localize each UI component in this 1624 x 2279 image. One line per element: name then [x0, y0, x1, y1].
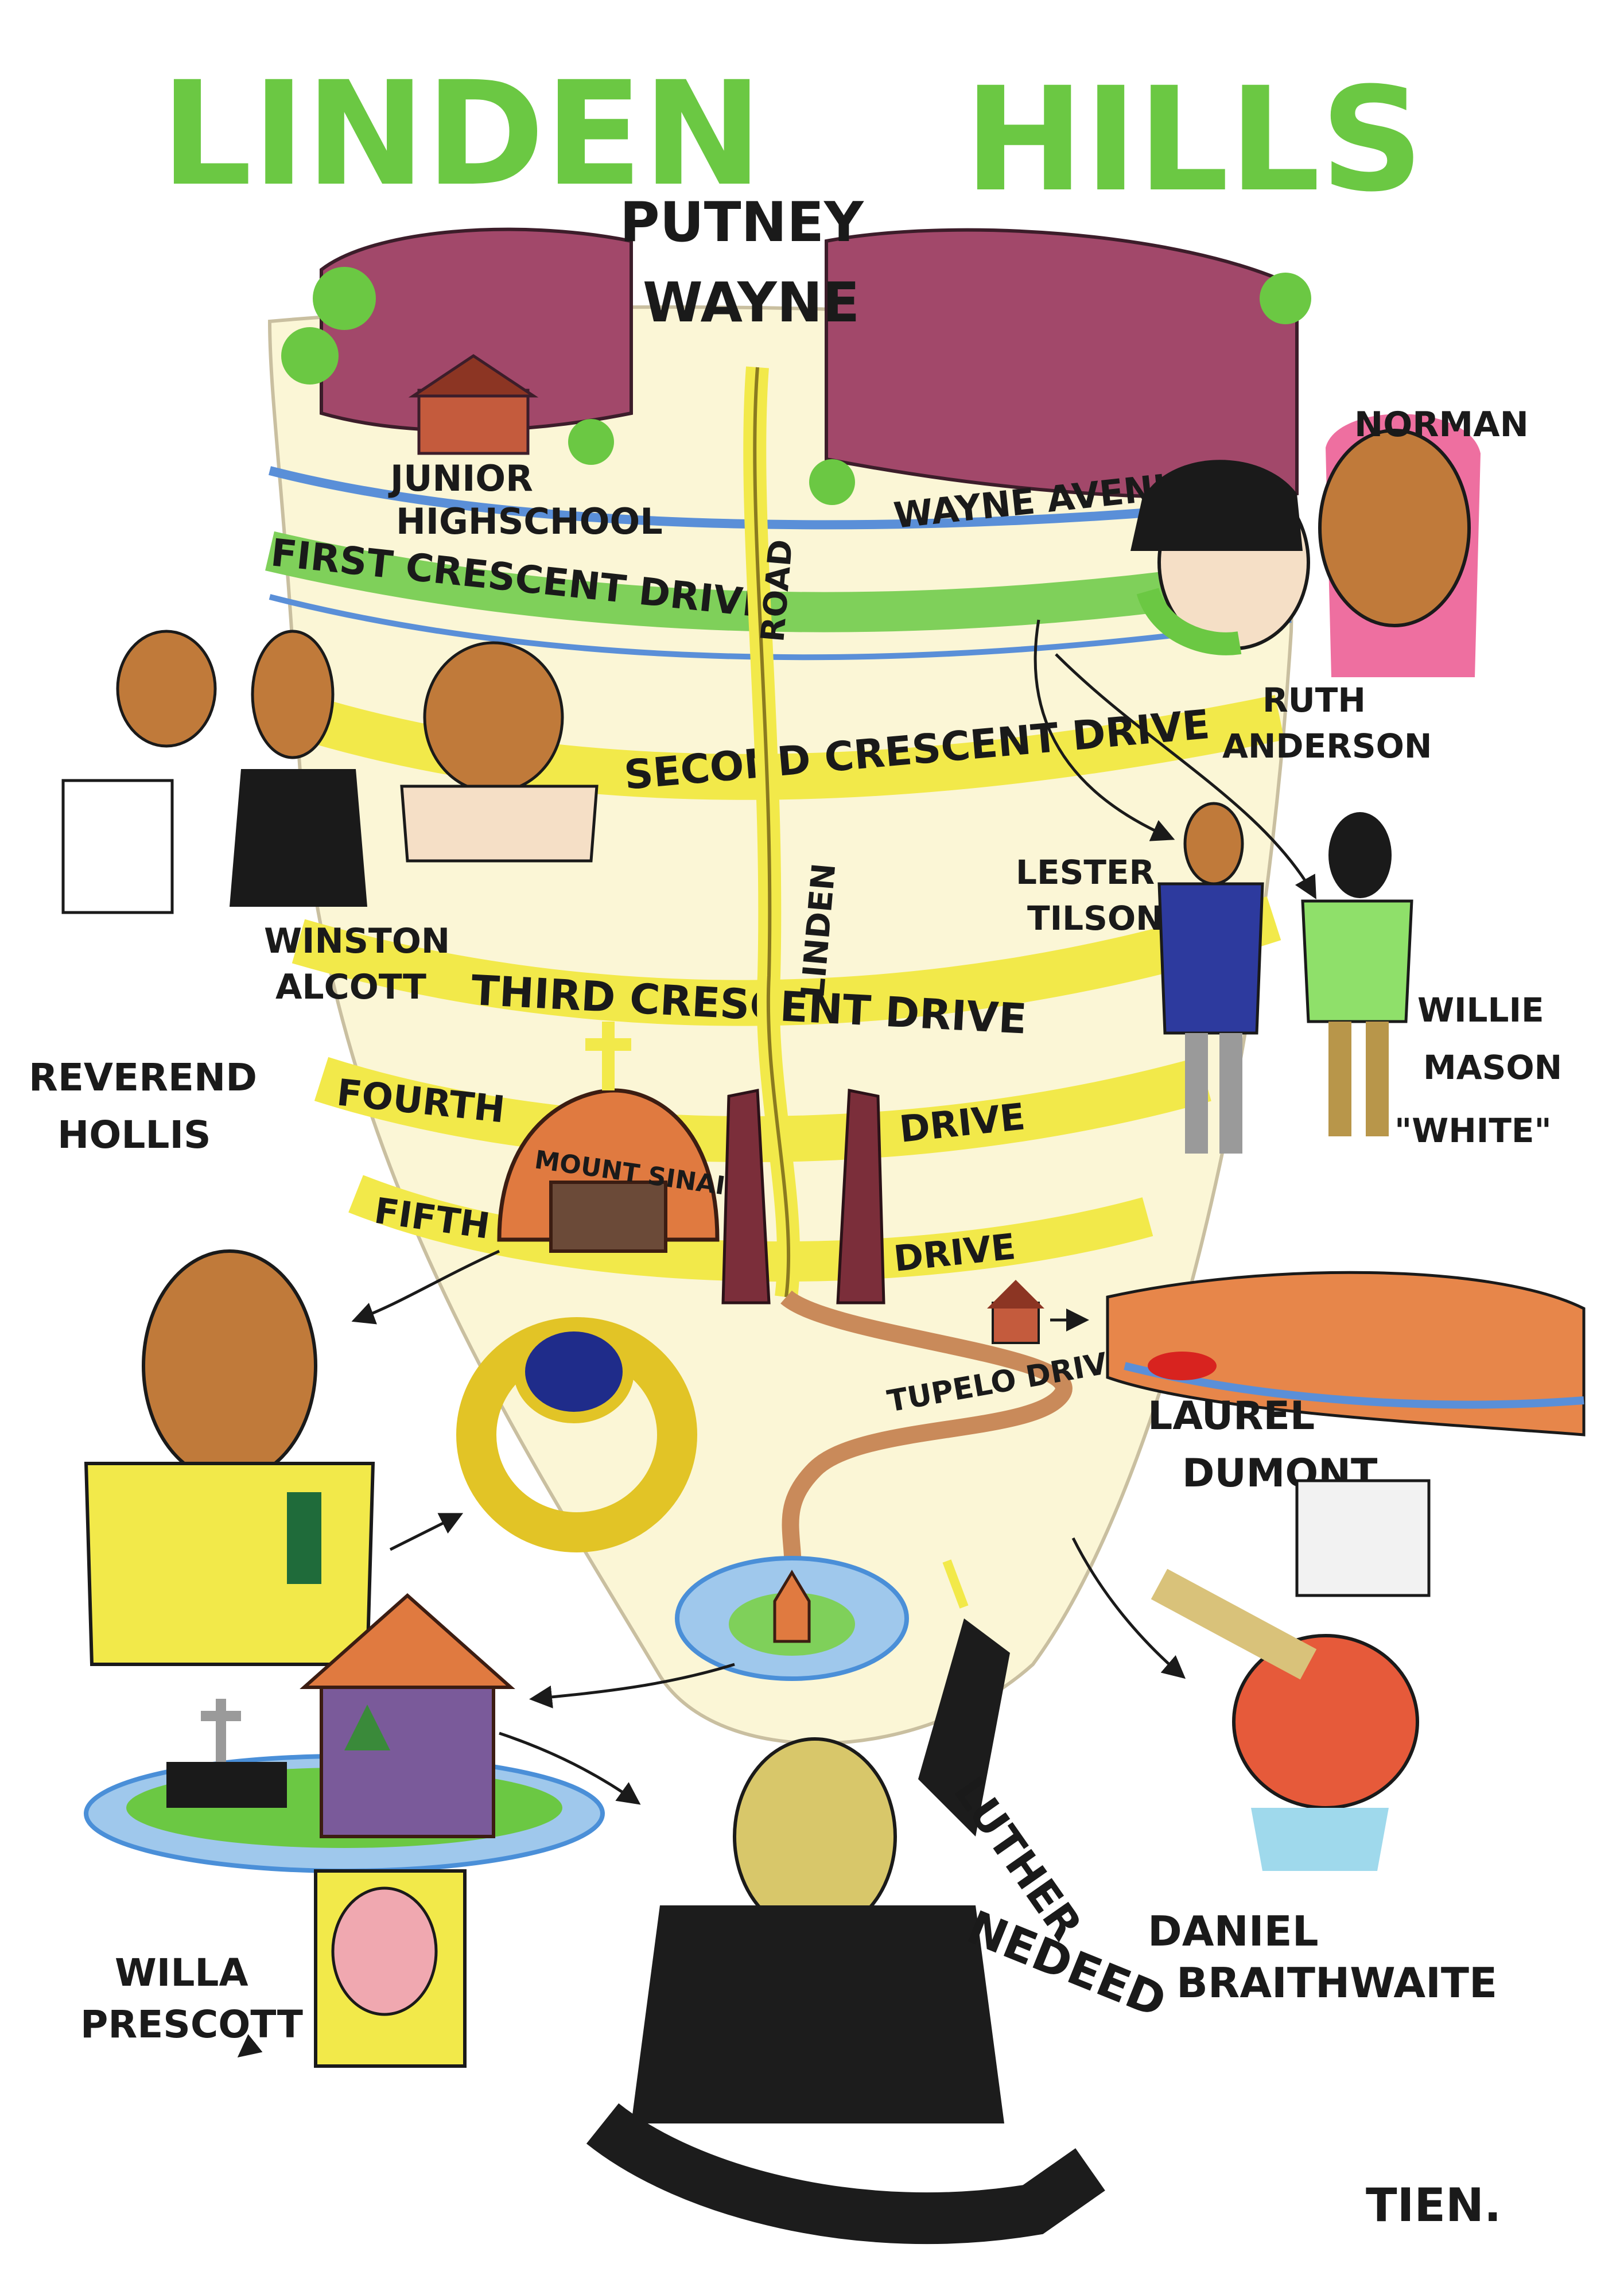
label-willa-2: PRESCOTT	[80, 2002, 303, 2047]
label-reverend-2: HOLLIS	[57, 1113, 211, 1157]
label-willie-2: MASON	[1423, 1048, 1562, 1087]
gate-pillar-left	[721, 1088, 771, 1304]
label-laurel-1: LAUREL	[1148, 1393, 1315, 1439]
label-junior-high-2: HIGHSCHOOL	[396, 500, 663, 542]
willa-prescott-scene	[84, 1593, 605, 2068]
first-drive-water-line	[269, 594, 1292, 661]
label-daniel-1: DANIEL	[1148, 1907, 1319, 1955]
label-norman: NORMAN	[1354, 405, 1529, 445]
arrow-icon	[237, 619, 1316, 2057]
church-icon	[497, 1022, 720, 1253]
lester-figure	[1157, 802, 1264, 1154]
first-crescent-drive	[265, 531, 1295, 632]
label-ruth-1: RUTH	[1262, 681, 1366, 720]
reverend-hollis-portrait	[84, 1249, 375, 1666]
label-willie-3: "WHITE"	[1394, 1111, 1552, 1150]
norman-portrait	[1318, 414, 1481, 677]
label-wayne: WAYNE	[643, 271, 860, 335]
willie-figure	[1301, 812, 1413, 1136]
gate-pillar-right	[836, 1088, 885, 1304]
daniel-braithwaite-portrait	[1151, 1479, 1431, 1871]
label-lester-1: LESTER	[1016, 853, 1155, 892]
label-reverend-1: REVEREND	[29, 1055, 257, 1100]
telescope-icon	[1151, 1568, 1317, 1680]
luther-nedeed-figure	[586, 1559, 1105, 2245]
label-junior-high-1: JUNIOR	[388, 457, 533, 499]
cross-icon	[585, 1022, 631, 1090]
label-lester-2: TILSON	[1027, 899, 1164, 938]
tupelo-drive	[780, 1290, 1073, 1585]
label-putney: PUTNEY	[620, 191, 864, 254]
wayne-avenue-line	[269, 466, 1297, 530]
label-willie-1: WILLIE	[1417, 991, 1544, 1030]
label-winston-2: ALCOTT	[275, 967, 426, 1007]
title-linden: LINDEN	[161, 51, 763, 218]
tree-icon	[344, 1705, 390, 1750]
label-ruth-2: ANDERSON	[1222, 727, 1432, 766]
linden-road-edge	[753, 367, 791, 1298]
bottle-icon	[287, 1492, 321, 1584]
label-winston-1: WINSTON	[264, 921, 450, 961]
label-daniel-2: BRAITHWAITE	[1176, 1959, 1497, 2007]
signature: TIEN.	[1366, 2179, 1501, 2232]
title-hills: HILLS	[964, 56, 1424, 223]
house-icon	[987, 1280, 1044, 1344]
putney-wayne-houses	[281, 227, 1311, 505]
label-linden-road-a: ROAD	[754, 538, 800, 643]
gravestone-icon	[166, 1699, 287, 1808]
third-crescent-drive	[292, 896, 1281, 1026]
label-willa-1: WILLA	[115, 1951, 248, 1995]
chapel-icon	[773, 1570, 811, 1643]
ruth-portrait	[1130, 460, 1310, 655]
winston-alcott-group	[61, 630, 599, 914]
book-icon	[1295, 1479, 1431, 1597]
laurel-dumont-swimmer	[1106, 1271, 1586, 1436]
second-crescent-drive	[279, 689, 1285, 800]
ring-icon	[456, 1317, 697, 1552]
